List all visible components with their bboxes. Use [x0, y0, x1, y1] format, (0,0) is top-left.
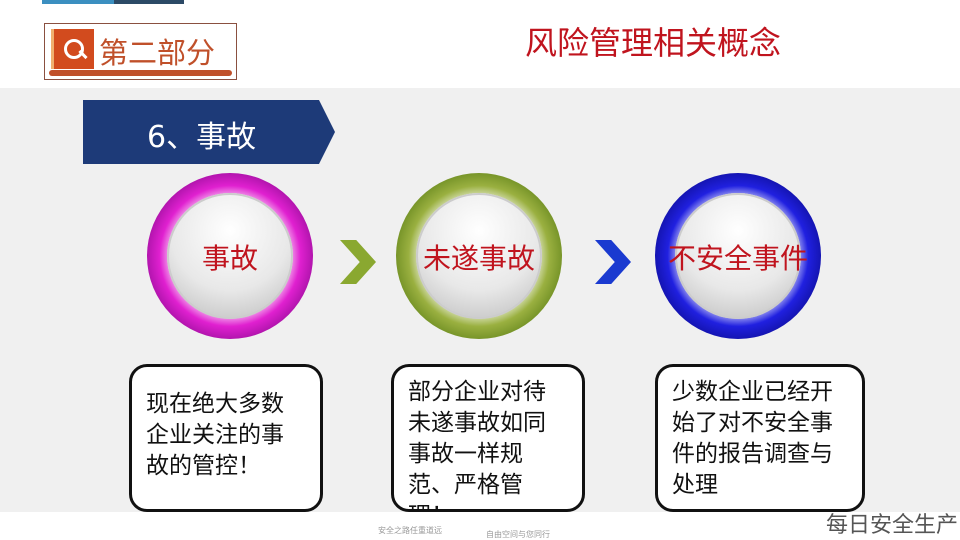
footer-left: 安全之路任重道远 — [378, 526, 442, 535]
footer-right: 自由空间与您同行 — [486, 530, 550, 539]
slide-title: 风险管理相关概念 — [525, 24, 782, 62]
circle-near-miss: 未遂事故 — [396, 173, 562, 339]
circle-unsafe-event: 不安全事件 — [655, 173, 821, 339]
topic-tag-label: 6、事故 — [147, 120, 257, 155]
circle-accident: 事故 — [147, 173, 313, 339]
text-box: 现在绝大多数企业关注的事故的管控！ — [129, 364, 323, 512]
watermark: 每日安全生产 — [826, 513, 959, 538]
section-underline — [49, 70, 232, 76]
top-accent-bar — [42, 0, 114, 4]
topic-tag: 6、事故 — [83, 100, 335, 164]
text-box: 少数企业已经开始了对不安全事件的报告调查与处理 — [655, 364, 865, 512]
target-search-icon — [54, 29, 94, 69]
section-badge: 第二部分 — [44, 23, 237, 80]
section-label: 第二部分 — [99, 36, 216, 70]
circle-label: 不安全事件 — [667, 242, 808, 275]
circle-label: 事故 — [201, 242, 258, 275]
text-box: 部分企业对待未遂事故如同事故一样规范、严格管理！ — [391, 364, 585, 512]
circle-label: 未遂事故 — [422, 242, 535, 275]
top-accent-bar-dark — [114, 0, 184, 4]
